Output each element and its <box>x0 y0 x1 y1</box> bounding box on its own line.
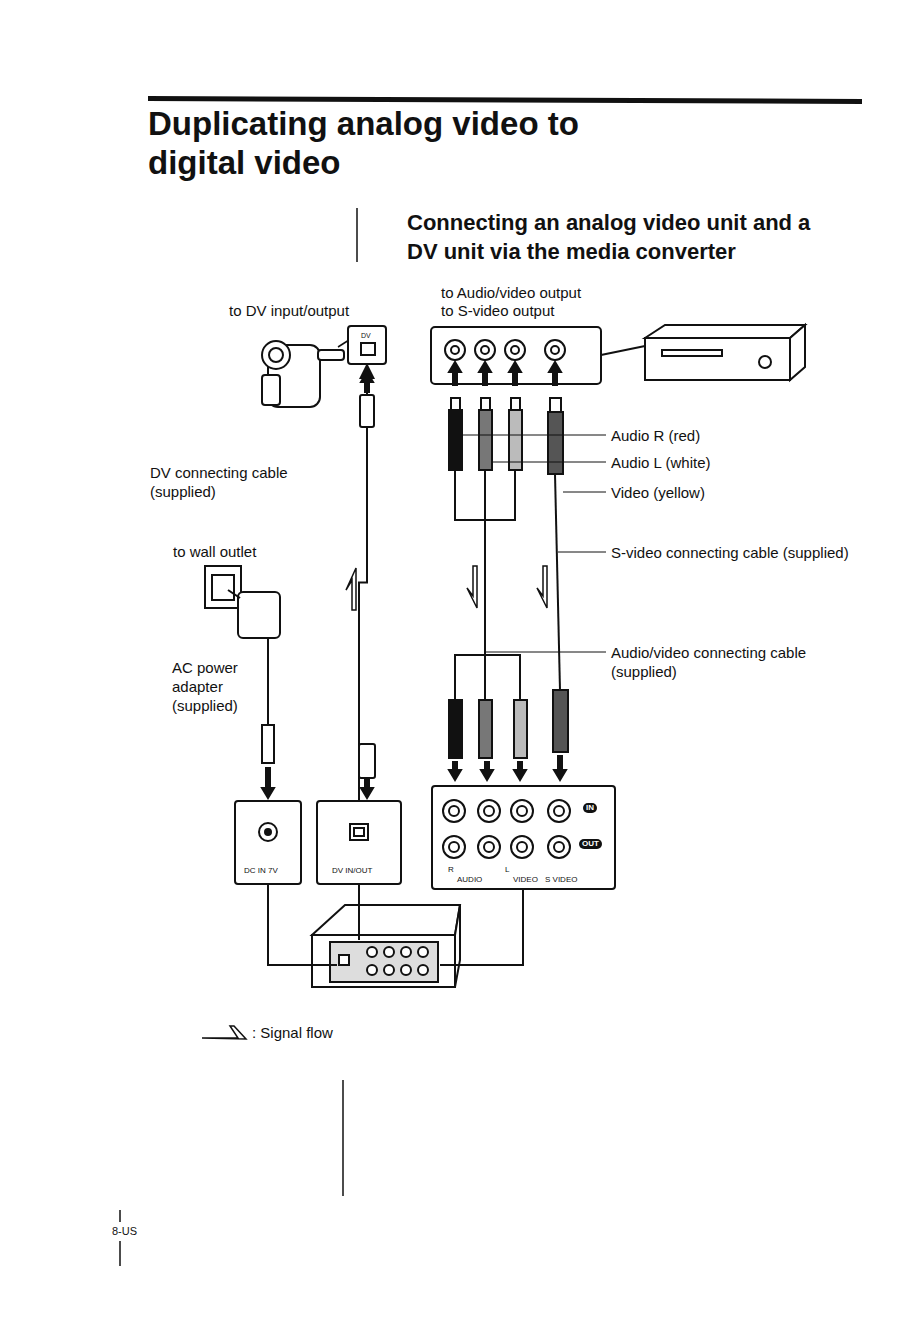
rule <box>342 1080 344 1196</box>
connector-panel: DV <box>347 325 387 365</box>
jack-row-badge: IN <box>583 803 597 813</box>
panel-label: R <box>448 865 454 874</box>
media-converter <box>268 885 523 987</box>
label: S-video connecting cable (supplied) <box>611 543 851 562</box>
signal-flow-symbol <box>200 1022 248 1042</box>
leader-lines <box>462 435 606 652</box>
page-title: Duplicating analog video to digital vide… <box>148 104 603 182</box>
header-bar <box>148 96 862 104</box>
panel-label: S VIDEO <box>545 875 577 884</box>
panel-label: VIDEO <box>513 875 538 884</box>
panel-label: DC IN 7V <box>244 866 278 875</box>
label: 8-US <box>112 1222 137 1241</box>
connector-panel: DC IN 7V <box>234 800 302 885</box>
connector-panel: DV IN/OUT <box>316 800 402 885</box>
label: DV connecting cable (supplied) <box>150 463 320 501</box>
camcorder <box>262 341 344 407</box>
panel-label: DV IN/OUT <box>332 866 372 875</box>
panel-label: AUDIO <box>457 875 482 884</box>
panel-label: DV <box>361 331 371 340</box>
vcr <box>645 325 805 380</box>
cable-connector <box>359 365 367 800</box>
label: Audio R (red) <box>611 426 700 445</box>
label: AC power adapter (supplied) <box>172 658 267 715</box>
label: Audio/video connecting cable (supplied) <box>611 643 856 681</box>
signal-flow-arrow <box>346 566 547 610</box>
panel-label: L <box>505 865 509 874</box>
label: to S-video output <box>441 301 554 320</box>
label: Video (yellow) <box>611 483 705 502</box>
jack-row-badge: OUT <box>579 839 602 849</box>
label: to DV input/output <box>229 301 349 320</box>
label: to wall outlet <box>173 542 256 561</box>
label: Audio L (white) <box>611 453 711 472</box>
av-plugs <box>449 362 568 780</box>
dv-plug <box>359 372 375 798</box>
rule <box>356 208 358 262</box>
vcr-output-panel <box>431 327 645 384</box>
label: to Audio/video output <box>441 283 581 302</box>
legend-text: : Signal flow <box>252 1023 333 1042</box>
connector-panel: IN OUT R L AUDIO VIDEO S VIDEO <box>431 785 616 890</box>
label: Connecting an analog video unit and a DV… <box>407 208 842 266</box>
